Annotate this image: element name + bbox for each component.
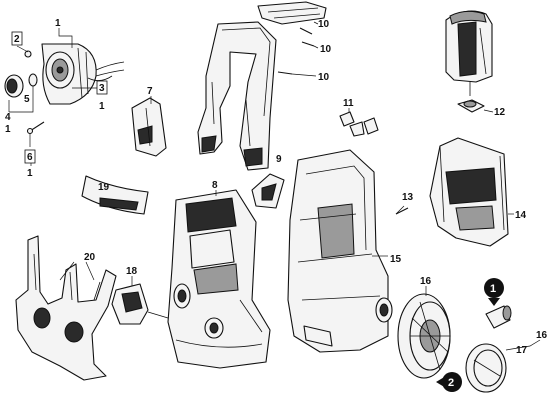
callout-18: 18 bbox=[126, 266, 138, 277]
detergent-tank bbox=[445, 10, 493, 83]
callout-14: 14 bbox=[515, 210, 527, 221]
callout-16a: 16 bbox=[420, 276, 432, 287]
callout-3: 3 bbox=[99, 83, 105, 94]
callout-6-box bbox=[24, 149, 36, 164]
long-screw bbox=[26, 121, 45, 135]
hose-reel-assembly bbox=[41, 43, 125, 105]
side-panel bbox=[131, 97, 167, 157]
callout-20: 20 bbox=[84, 252, 96, 263]
callout-5: 5 bbox=[24, 94, 30, 105]
callout-11: 11 bbox=[343, 98, 354, 109]
chassis-screw bbox=[395, 207, 409, 215]
callout-17: 17 bbox=[516, 345, 528, 356]
handle-frame bbox=[197, 21, 277, 171]
callout-2-box bbox=[11, 31, 23, 46]
frame-screws bbox=[277, 27, 315, 75]
base-plate bbox=[15, 235, 117, 381]
callout-10b: 10 bbox=[320, 44, 332, 55]
callout-1b: 1 bbox=[99, 101, 105, 112]
callout-1d: 1 bbox=[27, 168, 33, 179]
reel-knob bbox=[4, 74, 24, 98]
callout-1c: 1 bbox=[5, 124, 11, 135]
step-1-marker bbox=[484, 278, 504, 306]
callout-7: 7 bbox=[147, 86, 153, 97]
label-panel bbox=[81, 175, 149, 215]
hose-clip-wire bbox=[87, 75, 113, 81]
callout-6: 6 bbox=[27, 152, 33, 163]
wheel bbox=[397, 293, 451, 379]
step-2-label: 2 bbox=[448, 377, 454, 389]
callout-15: 15 bbox=[390, 254, 402, 265]
callout-1a: 1 bbox=[55, 18, 61, 29]
step-1-label: 1 bbox=[490, 283, 496, 295]
callout-16b: 16 bbox=[536, 330, 548, 341]
callout-10a: 10 bbox=[318, 19, 330, 30]
hub-cap bbox=[465, 343, 507, 393]
washer-ring bbox=[28, 73, 38, 87]
rear-cover bbox=[429, 137, 509, 247]
chassis-frame bbox=[287, 149, 393, 353]
fittings-set bbox=[339, 111, 379, 137]
step-2-marker bbox=[436, 372, 462, 392]
callout-9: 9 bbox=[276, 154, 282, 165]
grip-bar bbox=[257, 1, 327, 25]
nozzle-holder bbox=[111, 283, 169, 325]
small-screw bbox=[24, 50, 32, 58]
tank-valve bbox=[457, 82, 485, 113]
callout-2: 2 bbox=[14, 34, 20, 45]
callout-19: 19 bbox=[98, 182, 110, 193]
callout-3-box bbox=[96, 80, 108, 95]
callout-10c: 10 bbox=[318, 72, 330, 83]
hose-clip bbox=[251, 173, 285, 209]
callout-8: 8 bbox=[212, 180, 218, 191]
callout-4: 4 bbox=[5, 112, 11, 123]
callout-12: 12 bbox=[494, 107, 506, 118]
wheel-axle bbox=[485, 305, 512, 329]
callout-13: 13 bbox=[402, 192, 414, 203]
front-housing bbox=[167, 189, 271, 369]
